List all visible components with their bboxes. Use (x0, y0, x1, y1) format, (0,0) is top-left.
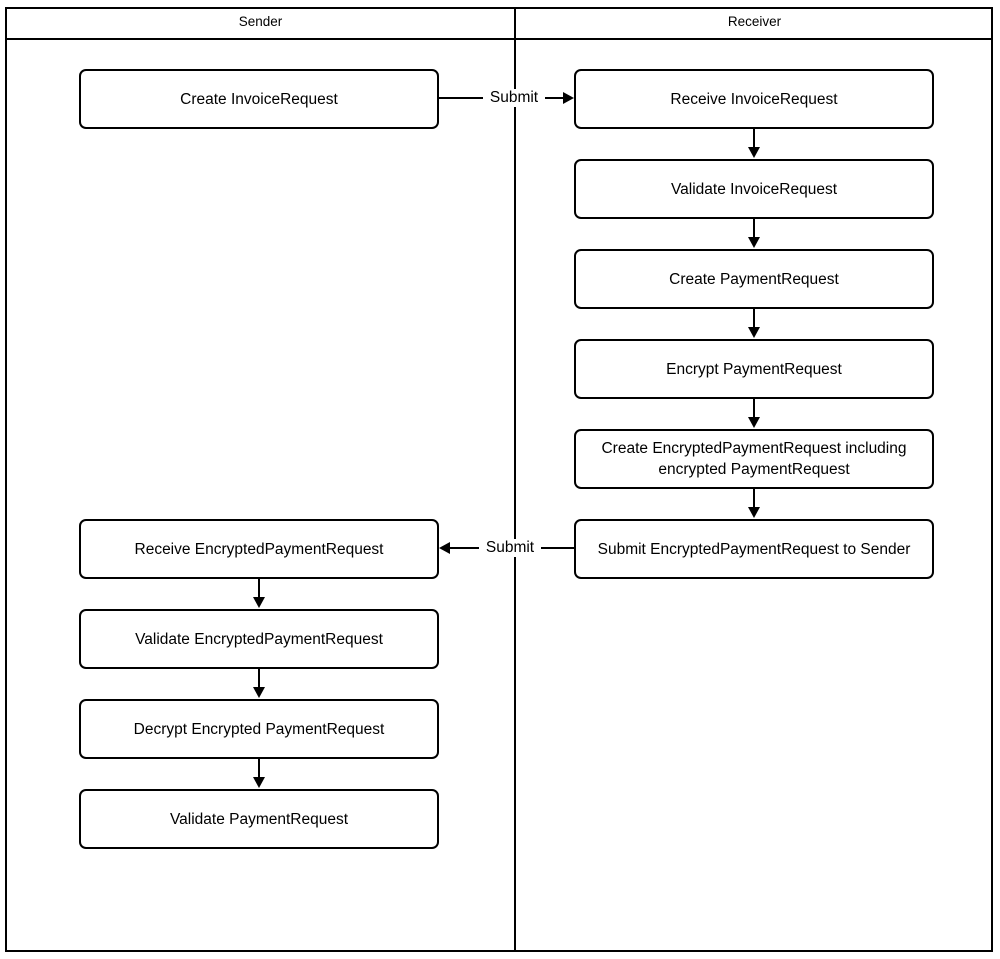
node-label: Validate InvoiceRequest (670, 180, 837, 198)
node-submit-encryptedpaymentrequest-to-sender[interactable]: Submit EncryptedPaymentRequest to Sender (574, 519, 934, 579)
node-label: Encrypt PaymentRequest (666, 360, 842, 378)
node-receive-encryptedpaymentrequest[interactable]: Receive EncryptedPaymentRequest (79, 519, 439, 579)
node-validate-encryptedpaymentrequest[interactable]: Validate EncryptedPaymentRequest (79, 609, 439, 669)
edge-validate-invoicerequest-to-create-paymentrequest-arrowhead (748, 237, 760, 248)
swimlane-vertical-divider (514, 7, 516, 952)
node-encrypt-paymentrequest[interactable]: Encrypt PaymentRequest (574, 339, 934, 399)
edge-create-to-submit-encryptedpaymentrequest-arrowhead (748, 507, 760, 518)
node-label: Receive InvoiceRequest (670, 90, 838, 108)
edge-receive-to-validate-invoicerequest-arrowhead (748, 147, 760, 158)
edge-decrypt-to-validate-paymentrequest-arrowhead (253, 777, 265, 788)
node-label: Create EncryptedPaymentRequest including… (601, 440, 907, 478)
node-label: Create InvoiceRequest (180, 90, 338, 108)
lane-title-sender: Sender (238, 14, 283, 29)
edge-submit-encryptedpaymentrequest-arrowhead (439, 542, 450, 554)
node-decrypt-encrypted-paymentrequest[interactable]: Decrypt Encrypted PaymentRequest (79, 699, 439, 759)
edge-encrypt-to-create-encryptedpaymentrequest-arrowhead (748, 417, 760, 428)
node-label: Validate EncryptedPaymentRequest (135, 630, 383, 648)
edge-submit-invoicerequest-arrowhead (563, 92, 574, 104)
node-label: Validate PaymentRequest (169, 810, 349, 828)
node-create-invoicerequest[interactable]: Create InvoiceRequest (79, 69, 439, 129)
edge-validate-invoicerequest-to-create-paymentrequest-line (753, 219, 755, 238)
edge-receive-to-validate-invoicerequest-line (753, 129, 755, 148)
swimlane-header-divider (5, 38, 993, 40)
node-receive-invoicerequest[interactable]: Receive InvoiceRequest (574, 69, 934, 129)
edge-encrypt-to-create-encryptedpaymentrequest-line (753, 399, 755, 418)
edge-label-submit-invoicerequest: Submit (483, 89, 545, 107)
edge-validate-to-decrypt-line (258, 669, 260, 688)
lane-title-receiver: Receiver (727, 14, 782, 29)
node-validate-paymentrequest[interactable]: Validate PaymentRequest (79, 789, 439, 849)
node-label: Decrypt Encrypted PaymentRequest (133, 720, 385, 738)
edge-label-submit-encryptedpaymentrequest: Submit (479, 539, 541, 557)
node-label: Receive EncryptedPaymentRequest (134, 540, 384, 558)
node-label: Create PaymentRequest (669, 270, 839, 288)
edge-create-to-encrypt-paymentrequest-arrowhead (748, 327, 760, 338)
node-validate-invoicerequest[interactable]: Validate InvoiceRequest (574, 159, 934, 219)
edge-create-to-encrypt-paymentrequest-line (753, 309, 755, 328)
edge-create-to-submit-encryptedpaymentrequest-line (753, 489, 755, 508)
node-label: Submit EncryptedPaymentRequest to Sender (597, 540, 911, 558)
node-create-encryptedpaymentrequest[interactable]: Create EncryptedPaymentRequest including… (574, 429, 934, 489)
edge-decrypt-to-validate-paymentrequest-line (258, 759, 260, 778)
edge-receive-to-validate-encryptedpaymentrequest-arrowhead (253, 597, 265, 608)
edge-validate-to-decrypt-arrowhead (253, 687, 265, 698)
node-create-paymentrequest[interactable]: Create PaymentRequest (574, 249, 934, 309)
edge-receive-to-validate-encryptedpaymentrequest-line (258, 579, 260, 598)
